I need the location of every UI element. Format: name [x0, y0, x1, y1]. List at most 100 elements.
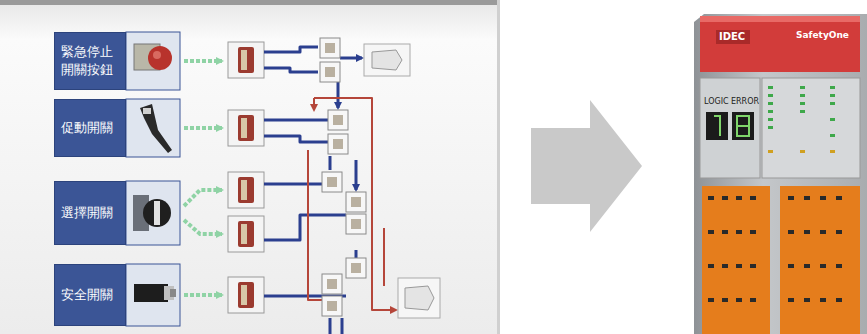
safety-controller: [800, 86, 805, 89]
relay-icon: [241, 118, 247, 138]
contact-detail: [351, 263, 361, 273]
relay-icon: [238, 47, 254, 73]
wiring: [329, 156, 332, 170]
wiring: [264, 183, 328, 186]
contact-icon: [328, 134, 348, 154]
safety-controller: [736, 196, 742, 200]
safety-controller: [768, 102, 773, 105]
safety-controller: [694, 14, 867, 334]
wiring: [340, 57, 362, 60]
contact-icon: [346, 258, 366, 278]
contact-detail: [327, 279, 337, 289]
safety-controller: [768, 86, 773, 89]
relay-icon: [228, 42, 264, 78]
transition-arrow: [531, 100, 642, 232]
contact-icon: [320, 62, 340, 82]
safety-controller: [736, 298, 742, 302]
contact-icon: [328, 110, 348, 130]
safety-controller: [820, 264, 826, 268]
safety-controller: [750, 264, 756, 268]
device-label: SafetyOne: [796, 31, 849, 41]
wiring: [264, 47, 396, 334]
background-panel: [497, 0, 500, 334]
safety-controller: [750, 298, 756, 302]
background-panel: [0, 0, 500, 334]
contact-icon: [322, 172, 342, 192]
safety-controller: [768, 86, 835, 137]
safety-controller: [836, 230, 842, 234]
safety-controller: [836, 196, 842, 200]
safety-controller: [708, 298, 714, 302]
motor-icon: [364, 44, 440, 318]
wiring: [264, 47, 318, 52]
device-label: ERROR: [731, 98, 759, 107]
contact-detail: [351, 197, 361, 207]
switch-icon: [126, 181, 180, 245]
contact-detail: [333, 139, 343, 149]
safety-controller: [820, 196, 826, 200]
safety-controller: [700, 16, 860, 72]
wiring: [264, 136, 328, 142]
switch-icon: [140, 104, 172, 153]
relay-icon: [238, 115, 254, 141]
safety-controller: [830, 94, 835, 97]
motor-icon: [398, 278, 440, 318]
wiring: [329, 318, 332, 334]
wiring: [341, 318, 344, 334]
signal-arrow: [184, 190, 222, 206]
switch-icon: [153, 51, 161, 59]
safety-controller: [708, 230, 714, 234]
safety-controller: [830, 134, 835, 137]
safety-controller: [708, 196, 714, 200]
safety-controller: [788, 230, 794, 234]
switch-icon: [143, 199, 171, 227]
switch-icon: [134, 284, 168, 302]
safety-controller: [737, 116, 749, 136]
contact-detail: [325, 43, 335, 53]
contact-detail: [327, 177, 337, 187]
safety-controller: [736, 264, 742, 268]
relay-icon: [241, 285, 247, 305]
switch-name: 安全開關: [61, 286, 119, 304]
relay-icon: [228, 42, 264, 313]
safety-controller: [768, 150, 773, 153]
safety-controller: [788, 264, 794, 268]
safety-controller: [830, 118, 835, 121]
relay-icon: [241, 50, 247, 70]
safety-controller: [722, 264, 728, 268]
signal-arrow: [184, 220, 222, 234]
contact-detail: [333, 115, 343, 125]
switch-icon: [148, 46, 172, 70]
relay-icon: [241, 224, 247, 244]
wiring: [264, 119, 328, 122]
contact-detail: [351, 219, 361, 229]
device-label: LOGIC: [704, 98, 729, 107]
label-box: 選擇開關: [54, 181, 126, 245]
safety-controller: [768, 150, 835, 153]
safety-controller: [830, 150, 835, 153]
wiring: [355, 160, 358, 190]
motor-icon: [364, 44, 410, 76]
safety-controller: [700, 78, 760, 178]
label-box: 促動開關: [54, 99, 126, 157]
contact-icon: [322, 296, 342, 316]
background-panel: [0, 0, 500, 5]
device-label: IDEC: [719, 31, 745, 42]
safety-controller: [804, 264, 810, 268]
safety-controller: [780, 186, 860, 334]
safety-controller: [800, 102, 805, 105]
safety-controller: [800, 94, 805, 97]
contact-icon: [320, 38, 366, 316]
safety-controller: [750, 230, 756, 234]
switch-icon: [126, 264, 180, 326]
signal-arrow: [184, 126, 222, 130]
signal-arrow: [184, 59, 222, 63]
safety-controller: [800, 150, 805, 153]
signal-arrow: [184, 293, 222, 297]
safety-controller: [820, 298, 826, 302]
safety-controller: [750, 196, 756, 200]
relay-icon: [228, 110, 264, 146]
safety-controller: [836, 298, 842, 302]
